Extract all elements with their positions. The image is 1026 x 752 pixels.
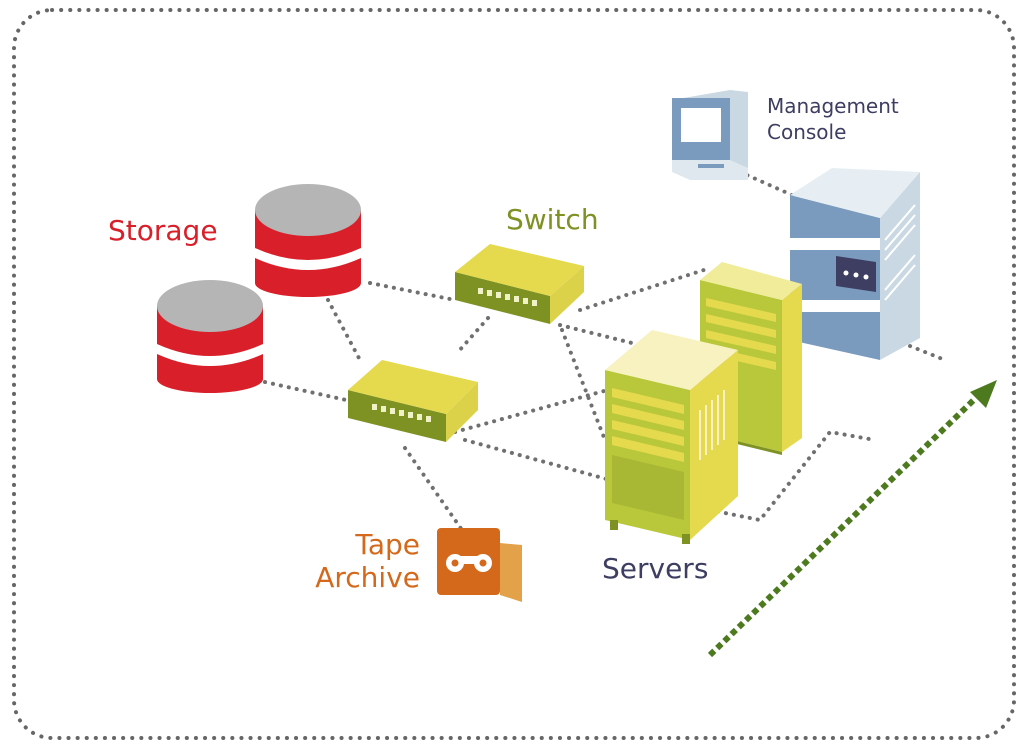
connector-storage-bottom-to-lower-switch: [263, 380, 348, 402]
connector-storage-top-to-switch: [368, 281, 457, 302]
storage-cylinder-top: [255, 184, 361, 297]
switch-upper: [455, 244, 584, 324]
growth-arrow: [707, 380, 997, 658]
storage-label: Storage: [108, 214, 218, 247]
connector-storage-top-to-lower-switch: [326, 298, 362, 362]
management-rack: [790, 168, 920, 360]
management-console-icon: [672, 90, 748, 180]
switch-lower: [348, 360, 478, 442]
tape-archive-icon: [437, 528, 522, 602]
connector-switch-to-back-server: [578, 266, 712, 312]
tape-archive-label-line2: Archive: [315, 561, 420, 594]
connector-switch-to-lower-switch: [456, 316, 490, 354]
connector-lower-switch-to-server-up: [453, 386, 617, 434]
management-console-label: Management Console: [767, 93, 899, 145]
connector-lower-switch-to-server-right: [463, 438, 612, 482]
servers-label: Servers: [602, 552, 709, 585]
diagram-frame: [12, 8, 1016, 740]
management-console-label-line2: Console: [767, 120, 847, 144]
connector-switch-to-front-server: [558, 323, 642, 347]
connector-lines: [263, 170, 947, 532]
management-console-label-line1: Management: [767, 94, 899, 118]
connector-lower-switch-to-tape: [403, 446, 464, 532]
connector-switch-to-server-down: [560, 328, 607, 442]
connector-servers-bottom: [708, 429, 877, 523]
connector-mgmt-to-rack: [738, 170, 794, 197]
server-front: [605, 330, 738, 544]
switch-label: Switch: [506, 203, 599, 236]
tape-archive-label-line1: Tape: [355, 528, 420, 561]
storage-cylinder-bottom: [157, 280, 263, 393]
tape-archive-label: Tape Archive: [300, 528, 420, 594]
